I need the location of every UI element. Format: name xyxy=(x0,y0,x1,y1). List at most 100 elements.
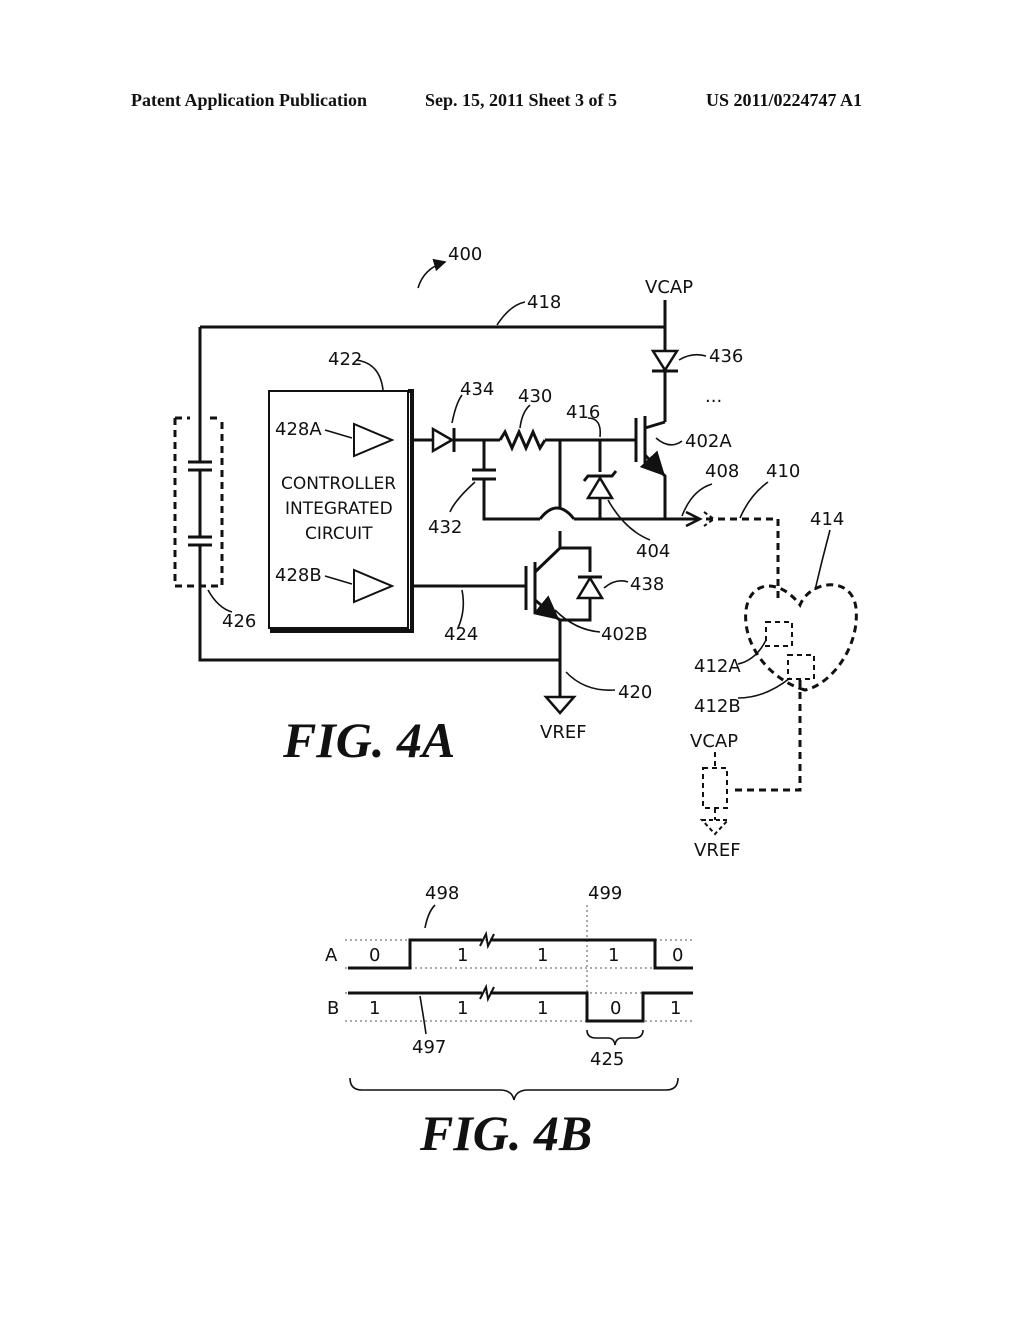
ref-438-leader xyxy=(603,580,629,589)
vcap-label: VCAP xyxy=(645,277,693,298)
brace-425 xyxy=(586,1029,644,1046)
controller-text-line1: CONTROLLER xyxy=(281,474,396,494)
electrode-412a xyxy=(765,621,793,647)
ref-412a: 412A xyxy=(694,656,741,677)
ref-424-leader xyxy=(457,589,465,629)
waveform-a-part1 xyxy=(348,938,482,970)
ref-410: 410 xyxy=(766,461,800,482)
ellipsis: ... xyxy=(705,386,722,407)
ref-425: 425 xyxy=(590,1049,624,1070)
wire-bottom-return xyxy=(198,588,560,662)
fig-4a-circuit: 400 418 VCAP 436 ... xyxy=(173,244,858,861)
ref-422: 422 xyxy=(328,349,362,370)
igbt-402b xyxy=(524,546,562,660)
ref-420: 420 xyxy=(618,682,652,703)
waveform-b-part2 xyxy=(490,991,693,1023)
ref-416: 416 xyxy=(566,402,600,423)
ref-497: 497 xyxy=(412,1037,446,1058)
ground-symbol xyxy=(543,695,577,715)
ref-497-leader xyxy=(419,995,427,1035)
publication-number: US 2011/0224747 A1 xyxy=(706,90,863,110)
ref-412a-leader xyxy=(737,639,767,665)
ref-408: 408 xyxy=(705,461,739,482)
bit-b-3: 0 xyxy=(610,998,621,1019)
ref-428b: 428B xyxy=(275,565,322,586)
ref-436: 436 xyxy=(709,346,743,367)
ref-430-leader xyxy=(519,404,531,429)
ref-426-leader xyxy=(207,589,233,613)
vref-lead-label: VREF xyxy=(694,840,741,861)
diode-438 xyxy=(575,575,605,600)
resistor-430 xyxy=(498,428,547,452)
ref-430: 430 xyxy=(518,386,552,407)
row-label-b: B xyxy=(327,998,339,1019)
electrode-412b xyxy=(787,654,815,680)
ref-412b-leader xyxy=(737,677,791,699)
bit-a-2: 1 xyxy=(537,945,548,966)
ref-498-leader xyxy=(424,904,436,929)
publication-type: Patent Application Publication xyxy=(131,90,368,110)
ground-dashed xyxy=(699,819,731,836)
vcap-lead-label: VCAP xyxy=(690,731,738,752)
vref-label: VREF xyxy=(540,722,587,743)
wire-438-bottom xyxy=(560,598,592,622)
ref-418-leader xyxy=(496,301,526,326)
diode-436 xyxy=(650,349,680,373)
fig-4b-caption: FIG. 4B xyxy=(419,1105,592,1161)
bit-b-0: 1 xyxy=(369,998,380,1019)
ref-422-leader xyxy=(355,359,384,391)
buffer-428b xyxy=(353,568,395,604)
diode-434 xyxy=(431,426,456,454)
controller-text-line2: INTEGRATED xyxy=(285,499,393,519)
controller-text-line3: CIRCUIT xyxy=(305,524,373,544)
bit-b-4: 1 xyxy=(670,998,681,1019)
waveform-a-break xyxy=(479,930,495,950)
ref-420-leader xyxy=(565,671,616,691)
waveform-a-part2 xyxy=(490,938,693,970)
ref-434-leader xyxy=(451,394,463,424)
sense-component xyxy=(702,767,728,809)
ref-438: 438 xyxy=(630,574,664,595)
ref-428a-leader xyxy=(324,429,353,439)
ref-402b-leader xyxy=(554,609,601,633)
row-label-a: A xyxy=(325,945,338,966)
ref-428a: 428A xyxy=(275,419,322,440)
wire-cap-432-bottom xyxy=(482,479,540,521)
ref-408-leader xyxy=(681,483,713,517)
ref-400-arrow xyxy=(417,258,447,289)
bit-b-1: 1 xyxy=(457,998,468,1019)
buffer-428a xyxy=(353,422,395,458)
publication-date-sheet: Sep. 15, 2011 Sheet 3 of 5 xyxy=(425,90,618,110)
zener-diode-404 xyxy=(582,470,618,500)
ref-426: 426 xyxy=(222,611,256,632)
ref-432-leader xyxy=(449,481,476,513)
lead-sense xyxy=(730,680,802,792)
bit-b-2: 1 xyxy=(537,998,548,1019)
lead-410 xyxy=(706,517,780,600)
ref-402a-leader xyxy=(655,437,683,446)
ref-414-leader xyxy=(814,529,831,591)
fig-4b-timing: 498 499 A B 0 1 1 1 0 1 1 1 0 1 497 xyxy=(325,883,695,1161)
ref-410-leader xyxy=(739,481,769,519)
igbt-402a xyxy=(634,416,667,519)
ref-402a: 402A xyxy=(685,431,732,452)
wire-crossover xyxy=(538,506,576,520)
capacitor-stack-426 xyxy=(173,416,224,588)
bit-a-4: 0 xyxy=(672,945,683,966)
ref-432: 432 xyxy=(428,517,462,538)
bit-a-1: 1 xyxy=(457,945,468,966)
ref-418: 418 xyxy=(527,292,561,313)
ref-416-leader xyxy=(587,417,602,438)
waveform-b-break xyxy=(479,983,495,1003)
ref-404-leader xyxy=(607,499,651,541)
ref-404: 404 xyxy=(636,541,670,562)
ref-414: 414 xyxy=(810,509,844,530)
ref-400: 400 xyxy=(448,244,482,265)
ref-428b-leader xyxy=(324,575,353,585)
heart-414 xyxy=(744,583,858,692)
ref-402b: 402B xyxy=(601,624,648,645)
bit-a-0: 0 xyxy=(369,945,380,966)
wire-438-top xyxy=(560,546,592,572)
ref-424: 424 xyxy=(444,624,478,645)
